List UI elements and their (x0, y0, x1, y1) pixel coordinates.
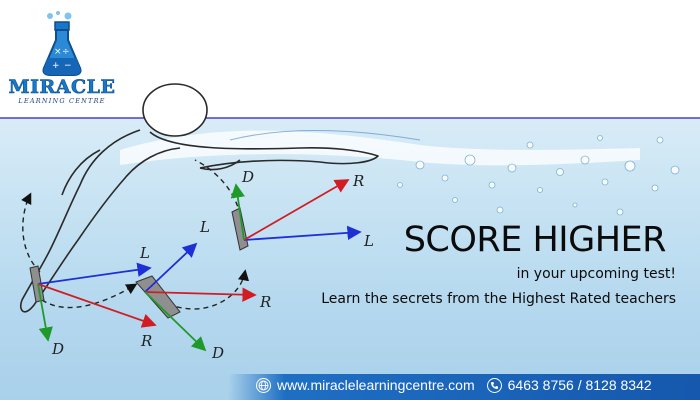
flask-logo-icon: × ÷ + − (42, 11, 82, 76)
drag-label-2: D (211, 344, 224, 362)
subheadline: in your upcoming test! (516, 266, 676, 282)
water-surface (0, 117, 700, 166)
resultant-label-3: R (352, 172, 364, 190)
force-vectors (37, 179, 362, 352)
website-link[interactable]: www.miraclelearningcentre.com (277, 377, 475, 393)
bubbles (397, 135, 680, 216)
contact-row: www.miraclelearningcentre.com 6463 8756 … (256, 377, 652, 393)
hand-path (21, 159, 250, 310)
brand-tagline: LEARNING CENTRE (18, 97, 106, 105)
globe-icon (256, 377, 271, 393)
resultant-label-1: R (140, 332, 152, 350)
lift-label-3: L (363, 232, 374, 250)
drag-label-3: D (241, 168, 254, 186)
drag-label-1: D (51, 340, 64, 358)
phone-icon (486, 377, 502, 393)
brand-logo[interactable]: × ÷ + − MIRACLE LEARNING CENTRE (6, 4, 118, 108)
water-background (0, 118, 700, 400)
phone-numbers[interactable]: 6463 8756 / 8128 8342 (507, 377, 652, 393)
tagline-text: Learn the secrets from the Highest Rated… (321, 291, 676, 307)
svg-text:×: × (54, 47, 62, 57)
brand-name: MIRACLE (8, 76, 116, 99)
lift-label-1: L (139, 244, 150, 262)
headline: SCORE HIGHER (403, 220, 667, 260)
resultant-label-2: R (259, 293, 271, 311)
swimmer-outline (19, 83, 379, 313)
lift-label-2: L (199, 218, 210, 236)
svg-text:−: − (64, 61, 72, 71)
sky-background (0, 0, 700, 118)
contact-bar (228, 374, 700, 400)
svg-text:+: + (52, 61, 60, 71)
svg-text:÷: ÷ (62, 47, 70, 57)
